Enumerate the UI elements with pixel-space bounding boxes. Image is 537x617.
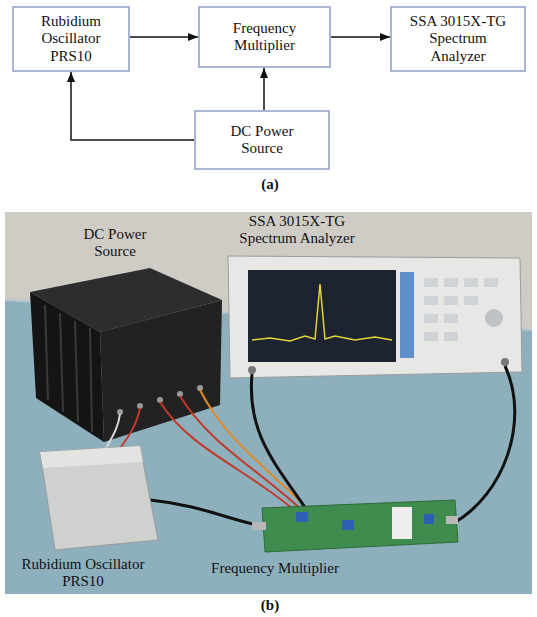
box-content: Frequency Multiplier — [220, 20, 309, 55]
port — [248, 366, 256, 374]
multiplier-board — [252, 500, 458, 552]
rf-cable — [251, 374, 316, 524]
heat-fin — [60, 313, 63, 412]
connector — [446, 516, 458, 524]
oscillator-body — [40, 446, 158, 550]
component — [296, 512, 308, 522]
power-wire — [180, 396, 306, 514]
analyzer-screen — [248, 270, 396, 362]
power-wire — [104, 414, 120, 452]
power-wire — [118, 408, 140, 451]
box-content: Rubidium Oscillator PRS10 — [26, 13, 116, 65]
oscillator-top — [40, 446, 143, 468]
rf-cable — [452, 366, 515, 524]
photo-callout: DC Power Source — [62, 226, 168, 261]
button — [424, 314, 438, 323]
process-box: Frequency Multiplier — [198, 6, 331, 68]
pcb — [262, 500, 458, 552]
button — [444, 314, 458, 323]
photo-callout: Rubidium Oscillator PRS10 — [8, 556, 158, 591]
signal-arrow — [71, 72, 194, 140]
photo-callout: Frequency Multiplier — [190, 560, 360, 577]
heat-fin — [90, 328, 92, 432]
heat-fin — [75, 321, 78, 422]
spectrum-analyzer — [228, 256, 522, 378]
signal-arrow — [331, 36, 390, 38]
table-surface — [5, 212, 532, 594]
button — [444, 296, 458, 305]
button — [484, 278, 498, 287]
button — [424, 278, 438, 287]
button — [464, 278, 478, 287]
button — [424, 332, 438, 341]
button — [424, 296, 438, 305]
spectrum-trace — [252, 284, 392, 341]
signal-arrow — [263, 68, 265, 110]
rubidium-unit — [40, 446, 158, 550]
heat-fin — [45, 305, 48, 400]
photo-callout: SSA 3015X-TG Spectrum Analyzer — [232, 213, 362, 248]
box-label: DC Power Source — [218, 123, 306, 158]
panel-label: (a) — [245, 176, 295, 193]
process-box: SSA 3015X-TG Spectrum Analyzer — [390, 6, 526, 72]
soft-keys — [400, 272, 414, 358]
process-box: DC Power Source — [194, 110, 330, 170]
connector — [252, 522, 266, 530]
process-box: Rubidium Oscillator PRS10 — [12, 6, 130, 72]
knob — [485, 309, 503, 327]
port — [501, 358, 509, 366]
box-label: SSA 3015X-TG Spectrum Analyzer — [408, 13, 508, 65]
rf-cable — [150, 500, 262, 526]
shield — [392, 507, 412, 539]
component — [342, 520, 354, 530]
box-label: Frequency Multiplier — [220, 20, 309, 55]
signal-arrow — [130, 36, 198, 38]
button — [464, 296, 478, 305]
analyzer-body — [228, 256, 522, 378]
panel-label: (b) — [245, 597, 295, 614]
power-wire — [160, 402, 300, 515]
button — [444, 278, 458, 287]
unit-side — [30, 292, 104, 442]
component — [424, 514, 434, 524]
box-content: SSA 3015X-TG Spectrum Analyzer — [408, 13, 508, 65]
button — [444, 332, 458, 341]
box-label: Rubidium Oscillator PRS10 — [26, 13, 116, 65]
box-content: DC Power Source — [218, 123, 306, 158]
